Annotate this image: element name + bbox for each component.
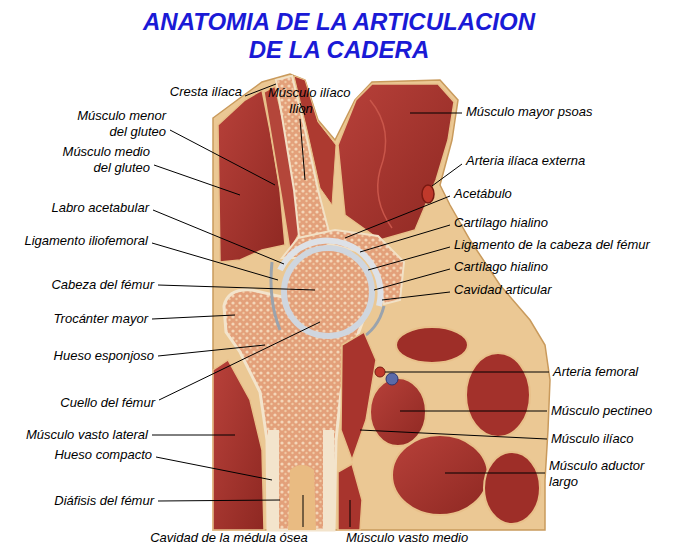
- leader-line: [156, 457, 272, 480]
- marrow-cavity: [288, 465, 316, 530]
- leader-line: [350, 500, 351, 527]
- leader-line: [152, 435, 235, 436]
- part-label: Músculo aductor largo: [549, 458, 653, 490]
- part-label: Músculo ilíaco: [551, 431, 633, 447]
- leader-line: [345, 196, 450, 238]
- leader-line: [300, 119, 305, 180]
- part-label: Músculo vasto medio: [346, 530, 468, 546]
- vastus-medialis: [338, 464, 362, 530]
- leader-line: [432, 164, 462, 186]
- part-label: Músculo medio del gluteo: [50, 144, 150, 176]
- leader-line: [152, 243, 278, 280]
- part-label: Acetábulo: [454, 186, 512, 202]
- part-label: Arteria ilíaca externa: [466, 153, 585, 169]
- femoral-head: [284, 248, 372, 336]
- adductor-muscle: [484, 452, 540, 524]
- part-label: Cabeza del fémur: [51, 277, 154, 293]
- part-label: Ligamento de la cabeza del fémur: [454, 237, 650, 253]
- part-label: Labro acetabular: [51, 200, 149, 216]
- leader-line: [158, 500, 280, 501]
- leader-line: [360, 225, 450, 252]
- leader-line: [374, 269, 450, 290]
- part-label: Músculo ilíaco: [268, 85, 350, 101]
- leader-line: [368, 247, 450, 270]
- leader-line: [382, 292, 450, 300]
- compact-bone: [323, 430, 334, 530]
- femoral-artery: [375, 367, 385, 377]
- pectineus-muscle: [370, 378, 426, 446]
- external-iliac-artery: [422, 185, 434, 203]
- leader-line: [158, 285, 315, 290]
- part-label: Cartílago hialino: [454, 215, 548, 231]
- part-label: Arteria femoral: [553, 364, 638, 380]
- tissue-section: [213, 74, 550, 530]
- part-label: Músculo pectineo: [551, 403, 652, 419]
- leader-line: [385, 372, 549, 373]
- part-label: Cartílago hialino: [454, 259, 548, 275]
- iliacus-lower: [341, 332, 376, 460]
- adductor-muscle: [466, 353, 530, 437]
- vastus-lateralis: [213, 360, 264, 530]
- part-label: Músculo mayor psoas: [466, 104, 592, 120]
- leader-line: [170, 130, 275, 185]
- leader-line: [400, 411, 547, 412]
- part-label: Diáfisis del fémur: [54, 493, 154, 509]
- psoas-muscle: [338, 84, 454, 240]
- part-label: Músculo menor del gluteo: [66, 108, 166, 140]
- leader-line: [360, 430, 547, 439]
- leader-lines: [152, 84, 549, 527]
- leader-line: [445, 473, 545, 474]
- leader-line: [153, 210, 284, 264]
- title: ANATOMIA DE LA ARTICULACION DE LA CADERA: [141, 8, 537, 64]
- part-label: Cavidad articular: [454, 282, 552, 298]
- leader-line: [410, 113, 462, 114]
- leader-line: [303, 495, 304, 527]
- leader-line: [158, 345, 265, 356]
- leader-line: [154, 165, 240, 195]
- femoral-vein: [386, 373, 398, 385]
- part-label: Trocánter mayor: [54, 311, 148, 327]
- obturator-muscle: [396, 327, 468, 363]
- part-label: Cresta ilíaca: [170, 84, 242, 100]
- part-label: Ilion: [289, 101, 313, 117]
- part-label: Cuello del fémur: [60, 395, 155, 411]
- part-label: Hueso esponjoso: [54, 348, 154, 364]
- joint-capsule: [271, 262, 280, 330]
- part-label: Hueso compacto: [54, 447, 152, 463]
- adductor-longus: [392, 435, 488, 515]
- part-label: Cavidad de la médula ósea: [150, 530, 308, 546]
- part-label: Ligamento iliofemoral: [24, 233, 148, 249]
- leader-line: [159, 322, 320, 400]
- leader-line: [152, 315, 235, 319]
- psoas-fold: [370, 100, 392, 228]
- part-label: Músculo vasto lateral: [26, 427, 148, 443]
